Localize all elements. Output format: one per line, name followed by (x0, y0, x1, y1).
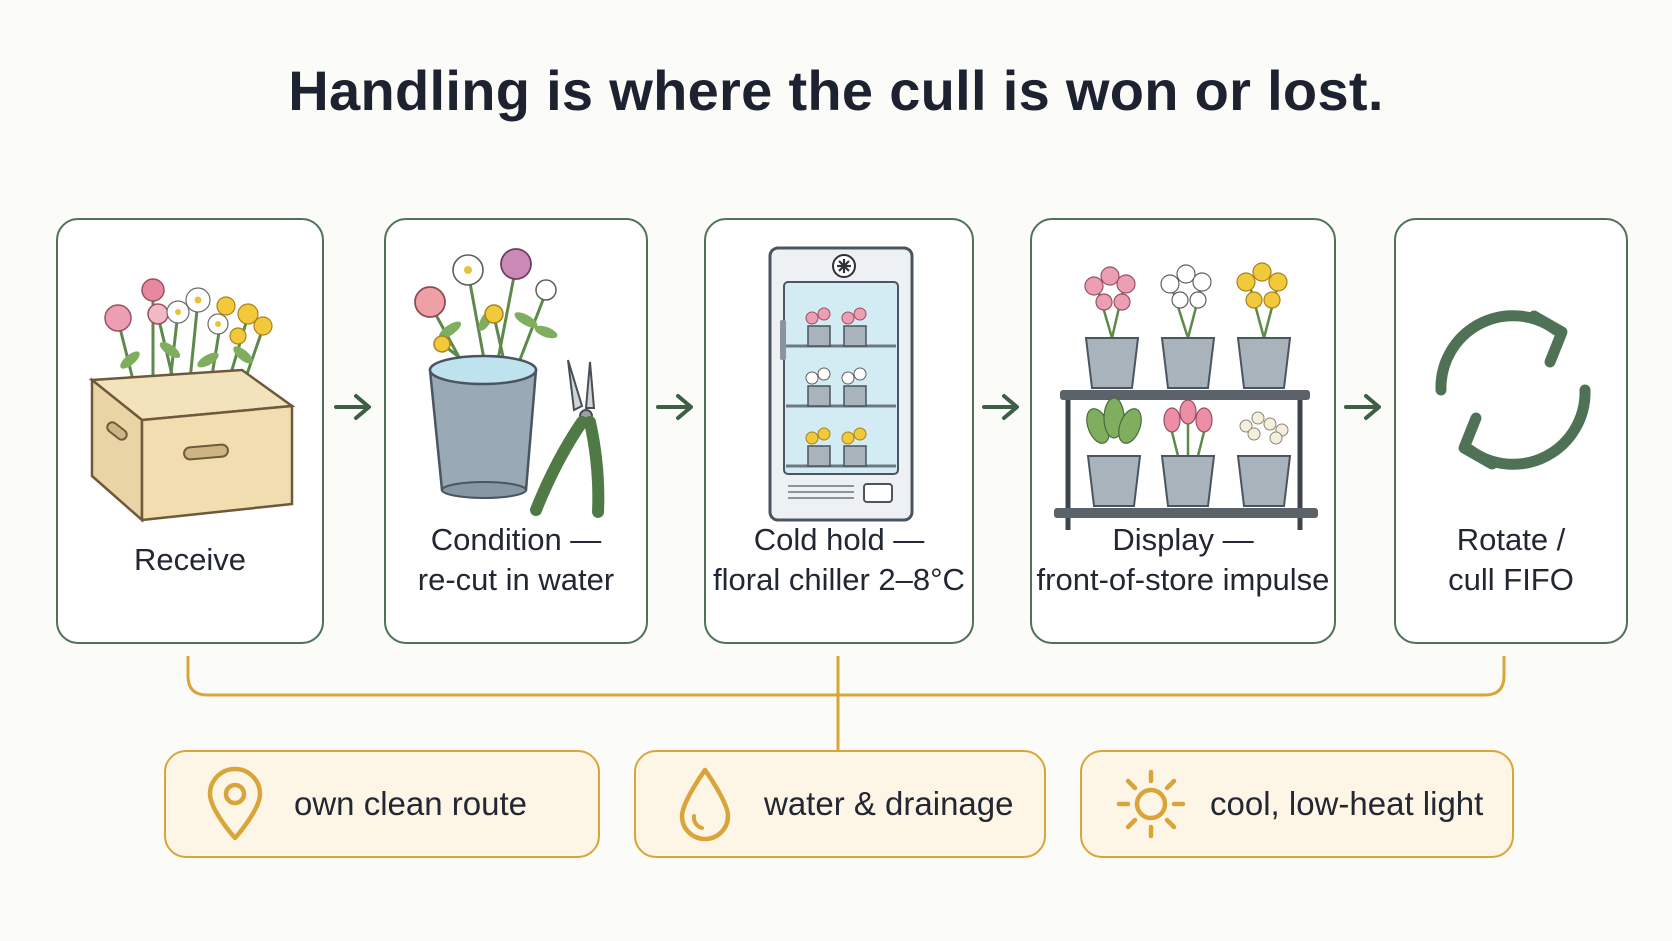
arrow-right-icon (334, 394, 371, 420)
sun-icon (1116, 769, 1186, 839)
step-card-condition: Condition — re-cut in water (384, 218, 648, 644)
step-card-display: Display — front-of-store impulse (1030, 218, 1336, 644)
arrow-right-icon (1344, 394, 1381, 420)
arrow-right-icon (982, 394, 1019, 420)
step-label-rotate: Rotate / cull FIFO (1448, 522, 1574, 597)
requirement-water-drainage: water & drainage (634, 750, 1046, 858)
requirement-label: water & drainage (764, 785, 1014, 822)
location-pin-icon (207, 766, 263, 841)
requirement-label: cool, low-heat light (1210, 785, 1484, 822)
step-label-condition: Condition — re-cut in water (417, 522, 615, 597)
rotate-cycle-icon (1435, 310, 1591, 470)
requirement-clean-route: own clean route (164, 750, 600, 858)
display-shelf-icon (1054, 262, 1318, 530)
step-card-rotate: Rotate / cull FIFO (1394, 218, 1628, 644)
bucket-pruner-icon (414, 248, 605, 518)
page-title: Handling is where the cull is won or los… (288, 59, 1384, 122)
step-card-receive: Receive (56, 218, 324, 644)
requirement-low-heat-light: cool, low-heat light (1080, 750, 1514, 858)
arrow-right-icon (656, 394, 693, 420)
water-drop-icon (679, 767, 731, 842)
requirement-label: own clean route (294, 785, 527, 822)
step-label-display: Display — front-of-store impulse (1036, 522, 1330, 597)
floral-chiller-icon (768, 246, 914, 522)
step-card-cold-hold: Cold hold — floral chiller 2–8°C (704, 218, 974, 644)
flower-box-icon (88, 278, 296, 523)
step-label-cold-hold: Cold hold — floral chiller 2–8°C (713, 522, 965, 597)
step-label-receive: Receive (134, 542, 246, 577)
